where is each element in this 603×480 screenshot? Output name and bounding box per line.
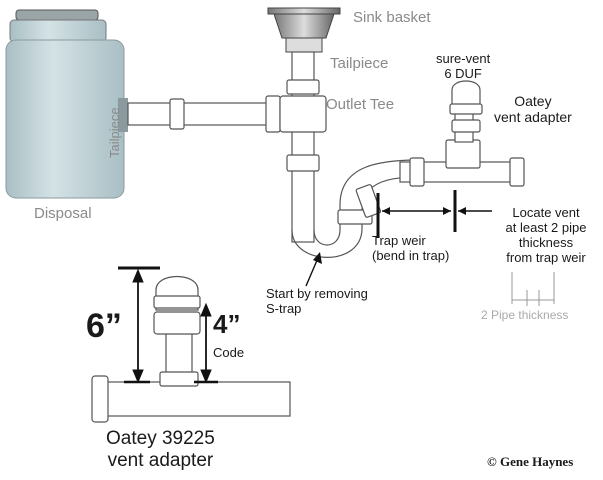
sure-vent-line1: sure-vent [436,51,491,66]
sink-basket [267,7,341,53]
disposal-label: Disposal [34,205,92,222]
p-trap [291,159,421,258]
pipe-thickness-sample [511,272,555,306]
oatey-model-line2: vent adapter [107,449,214,471]
oatey-model-label: Oatey 39225 vent adapter [106,428,215,472]
trap-weir-line2: (bend in trap) [372,247,450,263]
locate-line3: thickness [518,234,574,250]
oatey-model-line1: Oatey 39225 [106,428,215,449]
tailpiece-side-label: Tailpiece [107,107,122,158]
sure-vent-adapter [449,80,483,133]
tailpiece-pipe [279,51,327,243]
disposal-unit [5,9,128,199]
four-inch-label: 4” [213,309,241,339]
locate-line1: Locate vent [512,205,580,220]
six-inch-dimension [118,266,160,384]
trap-weir-label: Trap weir (bend in trap) [372,233,450,264]
s-trap-pointer [305,257,319,287]
copyright-label: © Gene Haynes [487,454,574,469]
sure-vent-label: sure-vent 6 DUF [436,51,491,82]
sure-vent-line2: 6 DUF [444,65,482,81]
trap-weir-line1: Trap weir [372,233,426,248]
oatey-vent-adapter-detail [91,276,291,423]
disposal-drain-pipe [127,95,291,133]
code-label: Code [213,345,245,360]
start-removing-label: Start by removing S-trap [266,286,368,317]
six-inch-label: 6” [86,307,122,345]
locate-line4: from trap weir [506,249,586,265]
start-line2: S-trap [266,300,302,316]
sink-basket-label: Sink basket [353,9,431,26]
locate-vent-label: Locate vent at least 2 pipe thickness fr… [496,205,596,266]
trap-arm-pipe [399,107,525,187]
start-line1: Start by removing [266,286,368,301]
outlet-tee-label: Outlet Tee [326,96,395,113]
tailpiece-top-label: Tailpiece [330,55,389,72]
pipe-thickness-label: 2 Pipe thickness [481,308,569,322]
four-inch-dimension [194,302,218,384]
locate-line2: at least 2 pipe [505,219,587,235]
oatey-vent-line1: Oatey [514,93,552,109]
oatey-vent-label: Oatey vent adapter [494,93,572,125]
oatey-vent-line2: vent adapter [494,109,572,126]
